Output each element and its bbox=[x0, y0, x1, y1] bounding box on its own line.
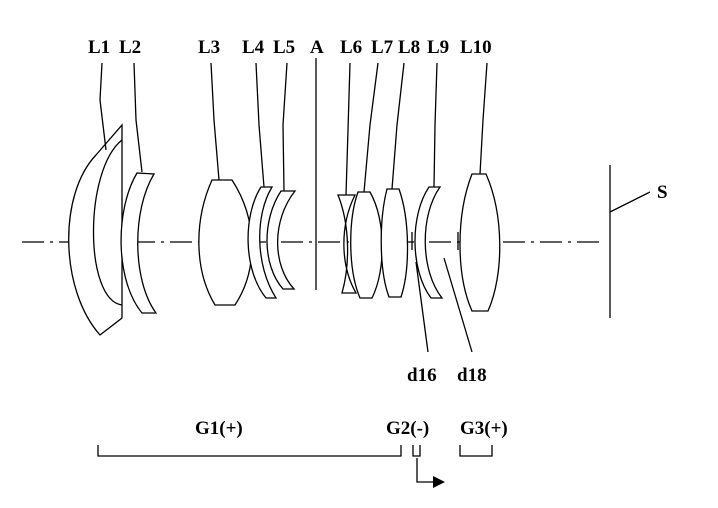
lens-l3 bbox=[198, 179, 253, 306]
lens-label-l1: L1 bbox=[88, 37, 110, 58]
leader-l6 bbox=[345, 62, 351, 196]
leader-l1 bbox=[99, 62, 107, 151]
leader-l2 bbox=[133, 62, 143, 173]
leader-l3 bbox=[210, 62, 220, 181]
lens-label-leaders bbox=[99, 62, 488, 196]
lens-l9 bbox=[414, 186, 444, 299]
group-label-g3: G3(+) bbox=[460, 418, 508, 439]
lens-label-l7: L7 bbox=[371, 37, 394, 58]
leader-l7 bbox=[363, 62, 379, 193]
image-plane-leader bbox=[609, 191, 651, 213]
group-bracket-g1 bbox=[97, 445, 402, 457]
lens-l1-inner-surface bbox=[92, 139, 123, 306]
lens-l4 bbox=[247, 186, 278, 299]
lens-label-l10: L10 bbox=[460, 37, 492, 58]
lens-l7 bbox=[350, 191, 383, 299]
lens-l5 bbox=[266, 190, 297, 290]
group-bracket-g2 bbox=[412, 445, 421, 457]
leader-d18 bbox=[443, 257, 473, 353]
spacing-label-d16: d16 bbox=[407, 365, 437, 386]
spacing-label-d18: d18 bbox=[457, 365, 487, 386]
leader-d16 bbox=[415, 261, 429, 353]
g2-movement-arrow-shaft bbox=[416, 458, 436, 483]
lens-label-l5: L5 bbox=[273, 37, 295, 58]
leader-l10 bbox=[479, 62, 488, 175]
lens-l8 bbox=[380, 188, 409, 298]
lens-label-l9: L9 bbox=[427, 37, 449, 58]
lens-l1 bbox=[68, 123, 123, 336]
leader-l9 bbox=[433, 62, 438, 188]
lens-label-l6: L6 bbox=[340, 37, 362, 58]
image-plane-label: S bbox=[657, 182, 668, 203]
group-bracket-g3 bbox=[459, 445, 493, 457]
lens-l2 bbox=[120, 172, 158, 314]
lens-l6 bbox=[337, 194, 358, 294]
lens-labels: L1 L2 L3 L4 L5 A L6 L7 L8 L9 L10 bbox=[88, 37, 492, 58]
stop-label-a: A bbox=[310, 37, 324, 58]
leader-l4 bbox=[255, 62, 265, 188]
g2-movement-arrow-head bbox=[433, 476, 445, 488]
lens-l10 bbox=[459, 173, 501, 312]
lens-label-l2: L2 bbox=[119, 37, 141, 58]
leader-l5 bbox=[282, 62, 288, 192]
lens-label-l3: L3 bbox=[198, 37, 220, 58]
lens-label-l4: L4 bbox=[242, 37, 265, 58]
leader-l8 bbox=[391, 62, 405, 190]
group-label-g2: G2(-) bbox=[386, 418, 429, 439]
group-label-g1: G1(+) bbox=[195, 418, 243, 439]
lens-label-l8: L8 bbox=[398, 37, 420, 58]
